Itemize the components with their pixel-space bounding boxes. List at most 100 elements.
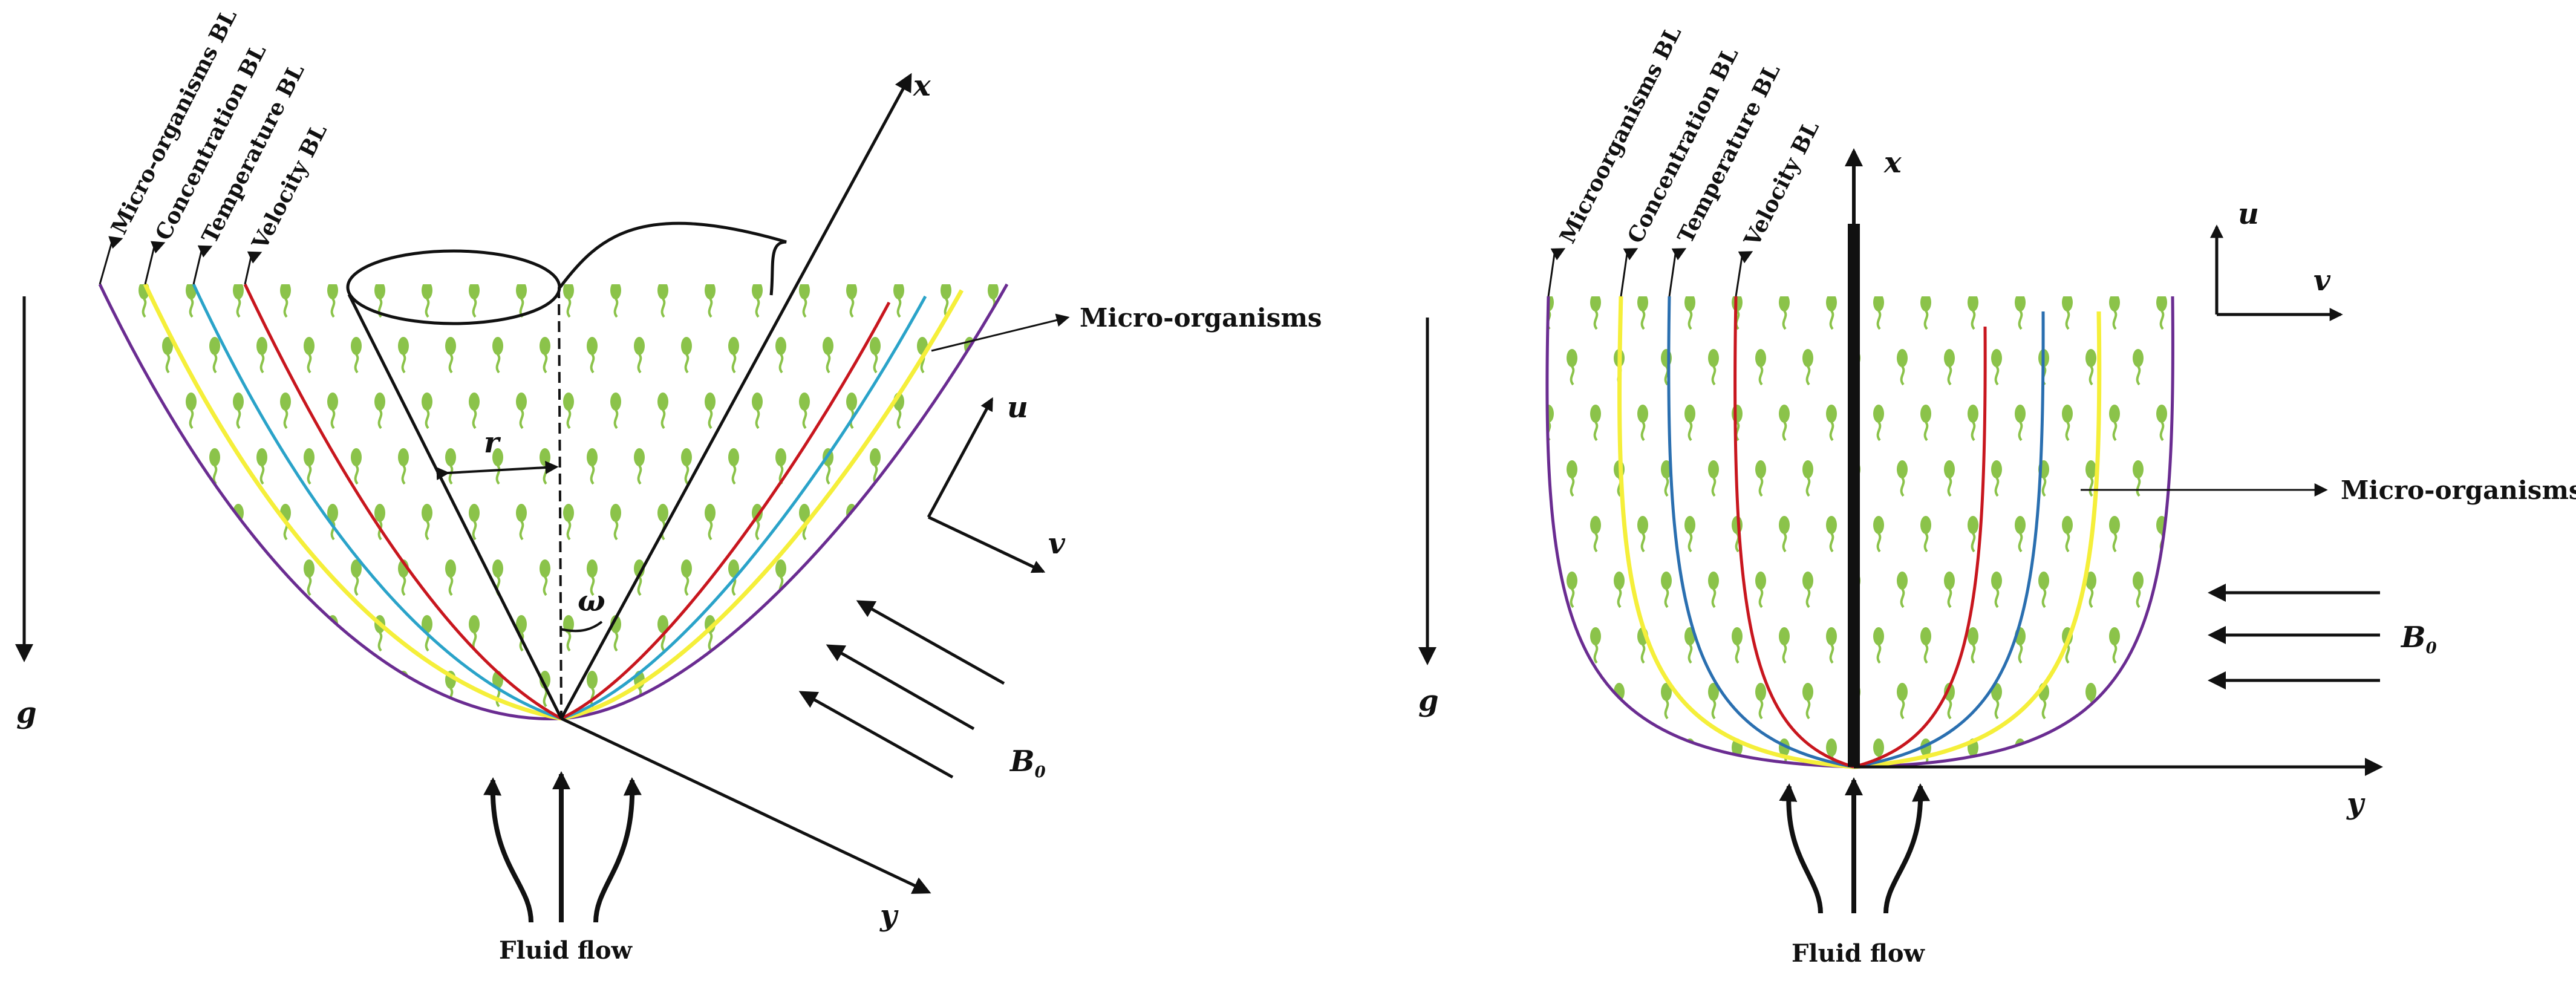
omega-label: ω — [578, 584, 605, 618]
micro-organism-icon — [279, 614, 292, 652]
micro-organism-icon — [1612, 570, 1626, 608]
micro-organism-icon — [255, 336, 269, 374]
micro-organism-icon — [1660, 570, 1673, 608]
micro-organism-icon — [137, 391, 151, 429]
micro-organism-icon — [2061, 737, 2074, 767]
micro-organism-icon — [114, 336, 127, 374]
micro-organism-icon — [892, 503, 905, 541]
micro-organism-icon — [350, 670, 363, 708]
micro-organism-icon — [562, 391, 575, 429]
micro-organism-icon — [1919, 403, 1932, 442]
micro-organism-icon — [397, 336, 410, 374]
micro-organism-icon — [491, 336, 504, 374]
micro-organism-icon — [232, 614, 245, 652]
micro-organism-icon — [114, 558, 127, 596]
micro-organism-icon — [1778, 296, 1791, 330]
micro-organism-icon — [397, 447, 410, 485]
right-micro-organisms-label: Micro-organisms — [2341, 475, 2576, 505]
micro-organism-icon — [1896, 570, 1909, 608]
micro-organism-icon — [774, 670, 787, 708]
micro-organism-icon — [2131, 570, 2145, 608]
left-velocity-bl-curve — [243, 283, 562, 720]
micro-organism-icon — [609, 503, 622, 541]
micro-organism-icon — [1565, 459, 1579, 497]
micro-organism-icon — [703, 391, 717, 429]
left-boundary-layers — [98, 283, 1009, 721]
micro-organism-icon — [1683, 296, 1697, 330]
micro-organism-icon — [963, 558, 976, 596]
left-u-arrow — [927, 397, 994, 518]
left-y-axis — [560, 717, 931, 894]
left-b0-label: B0 — [1009, 745, 1046, 781]
micro-organism-icon — [845, 284, 858, 318]
micro-organism-icon — [2084, 348, 2098, 386]
micro-organism-icon — [1730, 626, 1744, 664]
right-bl-label-micro-organisms: Microorganisms BL — [1555, 22, 1687, 247]
micro-organism-icon — [585, 336, 599, 374]
micro-organism-icon — [1966, 403, 1980, 442]
micro-organism-icon — [1919, 626, 1932, 664]
cone — [346, 221, 787, 720]
micro-organism-icon — [821, 336, 835, 374]
micro-organism-icon — [1707, 570, 1720, 608]
left-panel: x y r ω g u v B0 Micro-organisms Fluid f… — [15, 5, 1322, 965]
micro-organism-icon — [1896, 459, 1909, 497]
micro-organism-icon — [350, 336, 363, 374]
micro-organism-icon — [1966, 626, 1980, 664]
left-v-arrow — [927, 515, 1046, 573]
micro-organism-icon — [1919, 296, 1932, 330]
micro-organism-icon — [2108, 626, 2121, 664]
micro-organism-icon — [100, 391, 103, 429]
micro-organism-icon — [1754, 459, 1767, 497]
micro-organism-icon — [633, 447, 646, 485]
micro-organism-icon — [279, 284, 292, 318]
micro-organism-icon — [1990, 459, 2003, 497]
micro-organism-icon — [821, 670, 835, 708]
micro-organism-icon — [939, 614, 953, 652]
left-micro-organisms-bl-curve — [98, 283, 562, 721]
micro-organism-icon — [2037, 570, 2050, 608]
micro-organism-icon — [1801, 348, 1815, 386]
micro-organism-icon — [1966, 296, 1980, 330]
micro-organism-icon — [680, 670, 693, 708]
left-fluid-flow-arrows — [483, 771, 642, 923]
micro-organism-icon — [2155, 296, 2168, 330]
left-temperature-bl-curve-right — [561, 295, 927, 720]
right-u-label: u — [2238, 197, 2259, 231]
left-organisms — [100, 284, 1000, 708]
micro-organism-icon — [1801, 570, 1815, 608]
micro-organism-icon — [798, 391, 811, 429]
micro-organism-icon — [562, 503, 575, 541]
micro-organism-icon — [1943, 348, 1956, 386]
micro-organism-icon — [208, 670, 221, 708]
micro-organism-icon — [1636, 737, 1649, 767]
micro-organism-icon — [1636, 296, 1649, 330]
micro-organism-icon — [538, 336, 552, 374]
micro-organism-icon — [114, 670, 127, 708]
micro-organism-icon — [1683, 403, 1697, 442]
micro-organism-icon — [1707, 348, 1720, 386]
micro-organism-icon — [562, 284, 575, 318]
micro-organism-icon — [1547, 737, 1555, 767]
micro-organism-icon — [1589, 403, 1602, 442]
left-micro-organisms-bl-curve-right — [561, 283, 1009, 720]
left-b0-arrow-2 — [826, 644, 975, 731]
left-micro-organisms-pointer — [931, 313, 1070, 352]
micro-organism-icon — [1730, 403, 1744, 442]
micro-organism-icon — [538, 447, 552, 485]
micro-organism-icon — [420, 284, 434, 318]
micro-organism-icon — [2108, 296, 2121, 330]
micro-organism-icon — [2108, 515, 2121, 553]
micro-organism-icon — [1547, 626, 1555, 664]
micro-organism-icon — [515, 284, 528, 318]
right-concentration-bl-right — [1853, 311, 2102, 769]
micro-organism-icon — [1707, 682, 1720, 720]
micro-organism-icon — [2155, 737, 2168, 767]
micro-organism-icon — [468, 391, 481, 429]
micro-organism-icon — [515, 503, 528, 541]
micro-organism-icon — [1636, 515, 1649, 553]
micro-organism-icon — [1943, 570, 1956, 608]
micro-organism-icon — [1896, 682, 1909, 720]
micro-organism-icon — [1825, 403, 1838, 442]
